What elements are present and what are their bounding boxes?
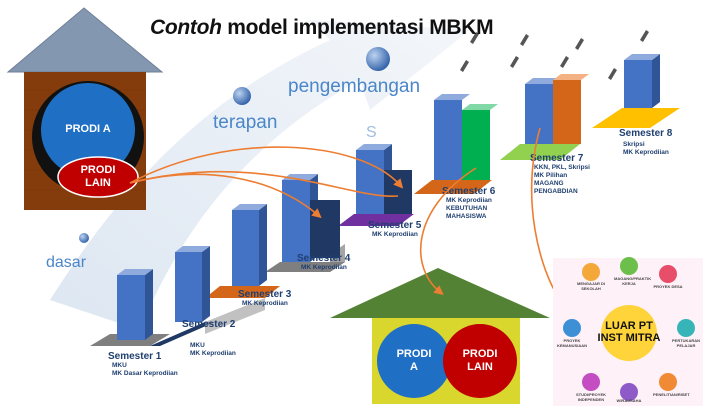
bar-semester-6 bbox=[434, 100, 462, 180]
partner-icon-5 bbox=[659, 373, 677, 391]
step-platform-6 bbox=[414, 180, 492, 194]
partner-icon-7 bbox=[582, 373, 600, 391]
arrow-semester-6-to-bottom bbox=[419, 167, 477, 296]
semester-5-label: Semester 5 MK Keprodiian bbox=[368, 220, 422, 238]
bar-semester-8 bbox=[624, 60, 652, 108]
partner-icon-6 bbox=[620, 383, 638, 401]
bar-semester-5-dark bbox=[384, 170, 412, 214]
bar-semester-7-orange bbox=[553, 80, 581, 144]
prodi-lain-circle bbox=[57, 156, 139, 198]
partner-caption-2: MAGANG/PRAKTIK KERJA bbox=[614, 276, 652, 286]
prodi-lain-bottom-circle bbox=[443, 324, 517, 398]
stage-dasar: dasar bbox=[46, 254, 87, 271]
partner-caption-8: PROYEK KEMANUSIAAN bbox=[557, 338, 587, 348]
step-platform-8 bbox=[592, 108, 680, 128]
semester-6-label: Semester 6 MK Keprodiian KEBUTUHAN MAHAS… bbox=[442, 186, 496, 220]
stage-pengembangan: pengembangan bbox=[288, 76, 421, 97]
partner-icon-8 bbox=[563, 319, 581, 337]
prodi-a-circle bbox=[41, 83, 135, 177]
page-title: Contoh model implementasi MBKM bbox=[150, 16, 494, 39]
partner-caption-3: PROYEK DESA bbox=[653, 284, 683, 289]
partner-icon-3 bbox=[659, 265, 677, 283]
semester-3-label: Semester 3 MK Keprodiian bbox=[238, 289, 292, 307]
partner-caption-6: WIRAUSAHA bbox=[616, 398, 642, 403]
prodi-a-bottom-circle bbox=[377, 324, 451, 398]
step-platform-7 bbox=[500, 144, 580, 160]
prodi-a-bottom-label: PRODI A bbox=[396, 348, 432, 373]
mitra-label: LUAR PT INST MITRA bbox=[597, 320, 661, 344]
step-platform-2 bbox=[150, 322, 215, 346]
semester-4-label: Semester 4 MK Keprodiian bbox=[297, 253, 351, 271]
stage-dot-dasar bbox=[79, 233, 89, 243]
prodi-lain-label: PRODI LAIN bbox=[80, 164, 116, 189]
stage-dot-terapan bbox=[233, 87, 251, 105]
arrow-to-semester-5-back bbox=[129, 170, 399, 197]
step-platform-3 bbox=[205, 286, 280, 298]
partner-caption-5: PENELITIAN/RISET bbox=[653, 392, 690, 397]
stage-fragment: S bbox=[366, 124, 377, 141]
partner-icon-2 bbox=[620, 257, 638, 275]
partner-icon-4 bbox=[677, 319, 695, 337]
step-platform-4 bbox=[265, 262, 345, 272]
bar-semester-2 bbox=[175, 252, 202, 322]
prodi-a-label: PRODI A bbox=[65, 123, 111, 135]
stage-dot-pengembangan bbox=[366, 47, 390, 71]
partner-caption-1: MENGAJAR DI SEKOLAH bbox=[576, 281, 605, 291]
semester-1-label: Semester 1 MKU MK Dasar Keprodiian bbox=[108, 351, 178, 377]
semester-2-label: Semester 2 MKU MK Keprodiian bbox=[182, 319, 236, 357]
partner-caption-7: STUDI/PROYEK INDEPENDEN bbox=[576, 392, 607, 402]
semester-7-label: Semester 7 KKN, PKL, Skripsi MK Pilihan … bbox=[530, 153, 590, 195]
partner-icon-1 bbox=[582, 263, 600, 281]
prodi-lain-bottom-label: PRODI LAIN bbox=[462, 348, 498, 373]
arrow-semester-7-to-mitra bbox=[530, 127, 563, 304]
step-riser-2 bbox=[205, 298, 265, 334]
arrow-to-semester-5 bbox=[129, 146, 404, 189]
bar-semester-1 bbox=[117, 275, 145, 340]
motion-marks bbox=[460, 30, 649, 80]
stage-terapan: terapan bbox=[213, 112, 278, 133]
growth-arrow bbox=[50, 20, 470, 330]
bar-semester-3 bbox=[232, 210, 259, 286]
semester-8-label: Semester 8 Skripsi MK Keprodiian bbox=[619, 128, 673, 156]
partner-caption-4: PERTUKARAN PELAJAR bbox=[672, 338, 700, 348]
step-platform-5 bbox=[338, 214, 414, 226]
mitra-center bbox=[601, 305, 657, 361]
